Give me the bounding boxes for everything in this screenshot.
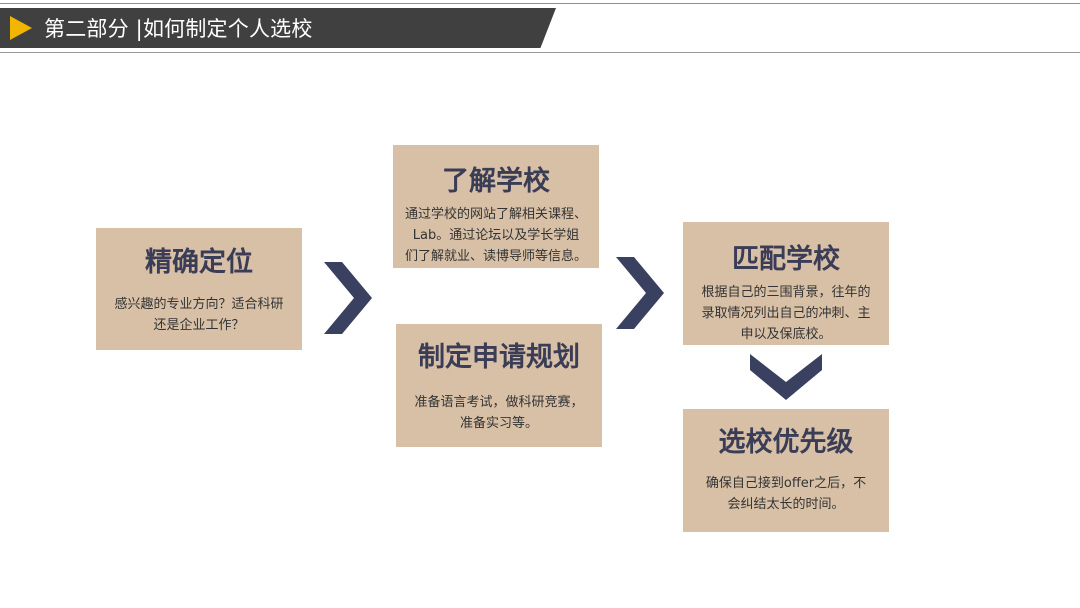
step-description: 根据自己的三围背景，往年的 录取情况列出自己的冲刺、主 申以及保底校。	[701, 285, 871, 342]
step-title: 精确定位	[145, 247, 253, 278]
play-triangle-icon	[10, 16, 32, 40]
step-box-research-schools: 了解学校 通过学校的网站了解相关课程、 Lab。通过论坛以及学长学姐 们了解就业…	[393, 145, 599, 268]
chevron-down-icon	[750, 354, 822, 400]
step-description: 准备语言考试，做科研竞赛， 准备实习等。	[414, 395, 584, 431]
header-band	[0, 8, 556, 48]
step-title: 匹配学校	[732, 244, 840, 275]
step-title: 选校优先级	[718, 427, 854, 458]
step-description: 通过学校的网站了解相关课程、 Lab。通过论坛以及学长学姐 们了解就业、读博导师…	[404, 207, 587, 264]
step-description: 感兴趣的专业方向？适合科研 还是企业工作？	[114, 297, 284, 333]
chevron-right-icon	[616, 257, 664, 329]
step-title: 制定申请规划	[418, 342, 580, 373]
step-description: 确保自己接到offer之后，不 会纠结太长的时间。	[705, 476, 867, 512]
header-divider	[0, 52, 1080, 53]
step-box-application-plan: 制定申请规划 准备语言考试，做科研竞赛， 准备实习等。	[396, 324, 602, 447]
step-box-positioning: 精确定位 感兴趣的专业方向？适合科研 还是企业工作？	[96, 228, 302, 350]
step-title: 了解学校	[442, 166, 550, 197]
step-box-priority: 选校优先级 确保自己接到offer之后，不 会纠结太长的时间。	[683, 409, 889, 532]
step-box-match-schools: 匹配学校 根据自己的三围背景，往年的 录取情况列出自己的冲刺、主 申以及保底校。	[683, 222, 889, 345]
section-title: 第二部分 |如何制定个人选校	[44, 17, 313, 41]
top-rule	[0, 3, 1080, 4]
chevron-right-icon	[324, 262, 372, 334]
